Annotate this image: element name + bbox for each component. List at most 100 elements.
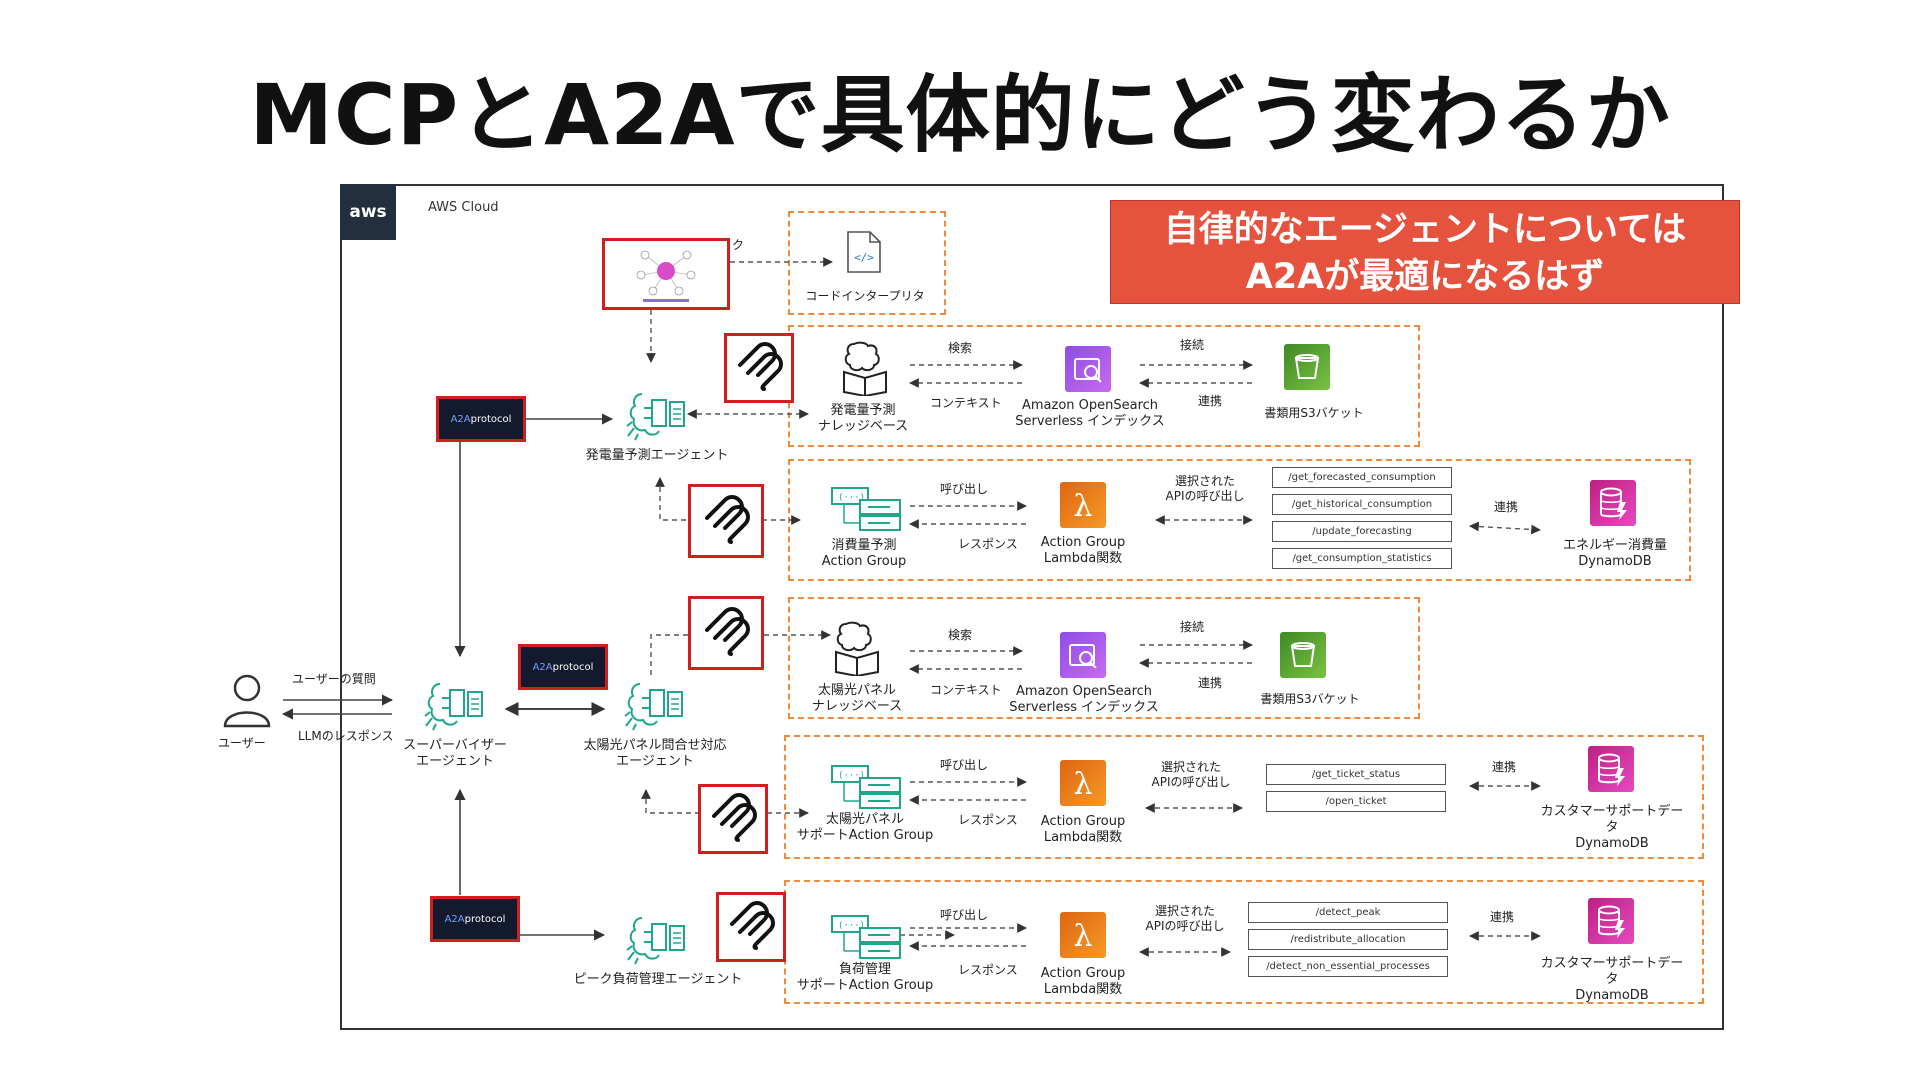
ag3-link-label: 連携 bbox=[1490, 910, 1515, 924]
s3-bucket-icon bbox=[1284, 344, 1330, 390]
peak-agent-label: ピーク負荷管理エージェント bbox=[573, 972, 743, 987]
llm-response-label: LLMのレスポンス bbox=[298, 729, 394, 743]
kb2-connect-label: 接続 bbox=[1180, 620, 1205, 634]
svg-text:(···): (···) bbox=[838, 771, 865, 781]
ag1-group-label: 消費量予測 Action Group bbox=[821, 538, 907, 569]
dynamodb-icon bbox=[1588, 746, 1634, 792]
lambda-icon: λ bbox=[1060, 482, 1106, 528]
ag3-selected-label: 選択された APIの呼び出し bbox=[1145, 904, 1225, 933]
kb1-connect-label: 接続 bbox=[1180, 338, 1205, 352]
kb1-link-label: 連携 bbox=[1198, 394, 1223, 408]
forecast-kb-label: 発電量予測 ナレッジベース bbox=[817, 403, 909, 434]
ag1-selected-label: 選択された APIの呼び出し bbox=[1165, 474, 1245, 503]
api-endpoint: /detect_peak bbox=[1248, 902, 1448, 923]
api-endpoint: /get_forecasted_consumption bbox=[1272, 467, 1452, 488]
solar-support-ag-icon: (···) bbox=[830, 764, 902, 814]
ag1-response-label: レスポンス bbox=[958, 537, 1018, 551]
svg-text:(···): (···) bbox=[838, 921, 865, 931]
mcp-icon bbox=[726, 900, 776, 954]
ag3-lambda-label: Action Group Lambda関数 bbox=[1040, 966, 1126, 997]
code-interpreter-label: コードインタープリタ bbox=[805, 289, 925, 303]
mcp-badge-consumption-ag bbox=[688, 484, 764, 558]
ag3-group-label: 負荷管理 サポートAction Group bbox=[796, 962, 934, 993]
network-graph-icon bbox=[636, 250, 696, 302]
solar-agent-label: 太陽光パネル問合せ対応 エージェント bbox=[583, 738, 727, 769]
load-ag-icon: (···) bbox=[830, 914, 902, 964]
svg-text:</>: </> bbox=[854, 251, 874, 264]
page-title: MCPとA2Aで具体的にどう変わるか bbox=[249, 66, 1671, 164]
callout-line-1: 自律的なエージェントについては bbox=[1163, 210, 1687, 250]
svg-text:λ: λ bbox=[1073, 919, 1092, 954]
code-file-icon: </> bbox=[846, 230, 882, 278]
peak-agent-icon bbox=[626, 910, 688, 970]
kb2-context-label: コンテキスト bbox=[930, 683, 1002, 697]
mcp-icon bbox=[708, 792, 758, 846]
ag1-lambda-label: Action Group Lambda関数 bbox=[1040, 535, 1126, 566]
ag2-group-label: 太陽光パネル サポートAction Group bbox=[796, 812, 934, 843]
kb2-s3-label: 書類用S3バケット bbox=[1260, 692, 1360, 706]
ag2-lambda-label: Action Group Lambda関数 bbox=[1040, 814, 1126, 845]
dynamodb-icon bbox=[1588, 898, 1634, 944]
solar-agent-icon bbox=[624, 676, 686, 736]
s3-bucket-icon bbox=[1280, 632, 1326, 678]
api-endpoint: /get_historical_consumption bbox=[1272, 494, 1452, 515]
ag3-response-label: レスポンス bbox=[958, 963, 1018, 977]
code-interpreter-group bbox=[788, 211, 946, 315]
top-edge-label: ク bbox=[732, 238, 745, 252]
ag2-selected-label: 選択された APIの呼び出し bbox=[1151, 760, 1231, 789]
consumption-ag-icon: (···) bbox=[830, 486, 902, 536]
forecast-kb-icon bbox=[840, 340, 890, 400]
forecast-agent-icon bbox=[626, 386, 688, 446]
kb1-context-label: コンテキスト bbox=[930, 396, 1002, 410]
ag2-db-label: カスタマーサポートデータ DynamoDB bbox=[1540, 804, 1684, 851]
api-endpoint: /get_consumption_statistics bbox=[1272, 548, 1452, 569]
mcp-icon bbox=[734, 341, 784, 395]
ag2-response-label: レスポンス bbox=[958, 813, 1018, 827]
svg-text:(···): (···) bbox=[838, 493, 865, 503]
forecast-agent-label: 発電量予測エージェント bbox=[585, 448, 729, 463]
mcp-icon bbox=[701, 606, 751, 660]
api-endpoint: /update_forecasting bbox=[1272, 521, 1452, 542]
aws-cloud-label: AWS Cloud bbox=[428, 200, 499, 215]
api-endpoint: /redistribute_allocation bbox=[1248, 929, 1448, 950]
ag2-link-label: 連携 bbox=[1492, 760, 1517, 774]
supervisor-agent-label: スーパーバイザー エージェント bbox=[403, 738, 507, 769]
api-endpoint: /get_ticket_status bbox=[1266, 764, 1446, 785]
ag1-db-label: エネルギー消費量 DynamoDB bbox=[1562, 538, 1667, 569]
mcp-badge-solar-kb bbox=[688, 596, 764, 670]
a2a-protocol-badge-top: A2A protocol bbox=[436, 396, 526, 442]
mcp-icon bbox=[701, 494, 751, 548]
solar-kb-label: 太陽光パネル ナレッジベース bbox=[811, 683, 903, 714]
kb1-s3-label: 書類用S3バケット bbox=[1264, 406, 1364, 420]
ag1-link-label: 連携 bbox=[1494, 500, 1519, 514]
api-endpoint: /open_ticket bbox=[1266, 791, 1446, 812]
mcp-badge-solar-support-ag bbox=[698, 784, 768, 854]
agent-network-image bbox=[602, 238, 730, 310]
user-question-label: ユーザーの質問 bbox=[292, 672, 376, 686]
svg-text:λ: λ bbox=[1073, 767, 1092, 802]
supervisor-agent-icon bbox=[424, 676, 486, 736]
a2a-protocol-badge-bottom: A2A protocol bbox=[430, 896, 520, 942]
callout-line-2: A2Aが最適になるはず bbox=[1245, 257, 1605, 297]
ag3-api-list: /detect_peak /redistribute_allocation /d… bbox=[1248, 902, 1448, 977]
kb1-search-label: 検索 bbox=[948, 341, 973, 355]
svg-text:λ: λ bbox=[1073, 489, 1092, 524]
ag3-db-label: カスタマーサポートデータ DynamoDB bbox=[1540, 956, 1684, 1003]
solar-kb-icon bbox=[832, 620, 882, 680]
ag3-call-label: 呼び出し bbox=[940, 908, 989, 922]
user-icon bbox=[222, 672, 272, 732]
ag1-api-list: /get_forecasted_consumption /get_histori… bbox=[1272, 467, 1452, 569]
kb2-opensearch-label: Amazon OpenSearch Serverless インデックス bbox=[1009, 684, 1159, 715]
user-label: ユーザー bbox=[218, 736, 266, 750]
ag2-call-label: 呼び出し bbox=[940, 758, 989, 772]
solar-kb-group bbox=[788, 597, 1420, 719]
dynamodb-icon bbox=[1590, 480, 1636, 526]
kb2-link-label: 連携 bbox=[1198, 676, 1223, 690]
callout-box: 自律的なエージェントについては A2Aが最適になるはず bbox=[1110, 200, 1740, 304]
opensearch-icon bbox=[1065, 346, 1111, 392]
lambda-icon: λ bbox=[1060, 760, 1106, 806]
opensearch-icon bbox=[1060, 632, 1106, 678]
ag2-api-list: /get_ticket_status /open_ticket bbox=[1266, 764, 1446, 812]
ag1-call-label: 呼び出し bbox=[940, 482, 989, 496]
